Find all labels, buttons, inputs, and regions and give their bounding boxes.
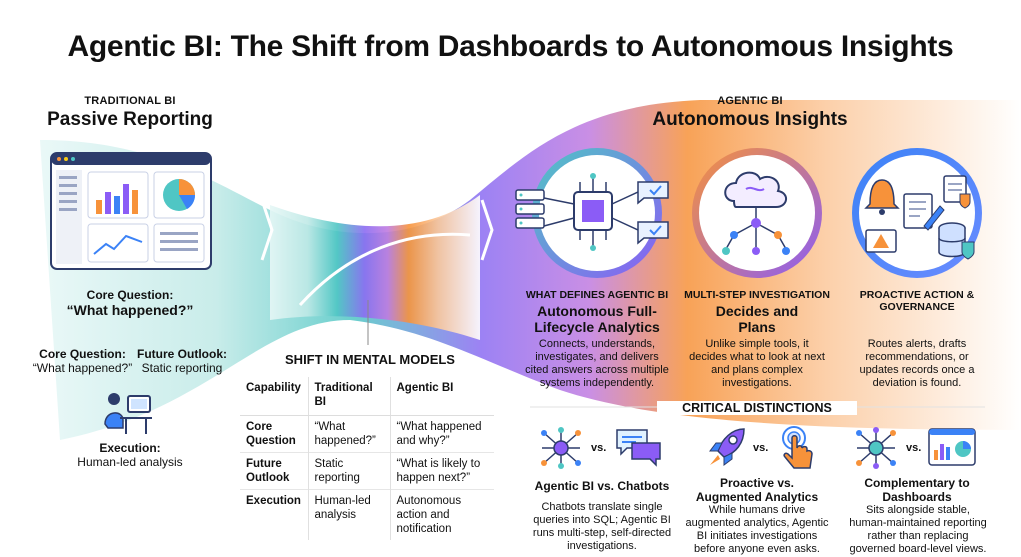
feature-2-heading: Decides and Plans <box>715 303 799 335</box>
traditional-eyebrow: TRADITIONAL BI <box>84 95 176 107</box>
feature-2-eyebrow: MULTI-STEP INVESTIGATION <box>684 289 830 301</box>
sub-core-question-label: Core Question: <box>39 347 126 361</box>
traditional-heading: Passive Reporting <box>47 109 213 130</box>
core-question-value: “What happened?” <box>66 302 194 318</box>
table-row: Future Outlook Static reporting “What is… <box>240 452 494 490</box>
agentic-heading: Autonomous Insights <box>652 109 848 130</box>
distinction-2-desc: While humans drive augmented analytics, … <box>685 504 829 555</box>
table-cell: Static reporting <box>307 452 390 490</box>
neural-network-icon <box>541 427 581 469</box>
future-outlook-value: Static reporting <box>141 361 223 375</box>
table-cell: Core Question <box>240 415 308 453</box>
table-header: Capability <box>240 377 308 416</box>
vs-label-2: vs. <box>753 442 769 454</box>
distinction-1-heading: Agentic BI vs. Chatbots <box>534 479 670 493</box>
cursor-hand-icon <box>782 426 813 469</box>
document-icon <box>903 193 945 231</box>
core-question-label: Core Question: <box>86 288 174 302</box>
table-header: Agentic BI <box>389 377 494 416</box>
feature-1-heading: Autonomous Full-Lifecycle Analytics <box>534 303 660 335</box>
person-at-computer-icon <box>104 393 152 434</box>
vs-label-3: vs. <box>906 442 922 454</box>
table-cell: Execution <box>240 489 308 540</box>
neural-network-icon-small <box>856 427 896 469</box>
bell-icon <box>864 179 900 215</box>
database-icon <box>938 222 966 258</box>
execution-value: Human-led analysis <box>77 455 183 469</box>
dashboard-icon <box>50 152 212 270</box>
feature-ring-1 <box>532 148 662 278</box>
feature-3-eyebrow: PROACTIVE ACTION & GOVERNANCE <box>859 289 975 313</box>
execution-label: Execution: <box>99 441 161 455</box>
table-cell: “What happened and why?” <box>389 415 494 453</box>
mental-models-table: Capability Traditional BI Agentic BI Cor… <box>240 377 494 540</box>
future-outlook-label: Future Outlook: <box>137 347 227 361</box>
chip-icon <box>515 173 669 251</box>
table-row: Core Question “What happened?” “What hap… <box>240 415 494 453</box>
table-cell: Future Outlook <box>240 452 308 490</box>
mental-models-title: SHIFT IN MENTAL MODELS <box>285 352 455 367</box>
distinction-1-desc: Chatbots translate single queries into S… <box>532 501 672 552</box>
governance-icons <box>864 175 975 260</box>
brain-cloud-icon <box>722 171 790 255</box>
feature-2-desc: Unlike simple tools, it decides what to … <box>689 338 825 389</box>
feature-1-eyebrow: WHAT DEFINES AGENTIC BI <box>525 289 669 301</box>
vs-label-1: vs. <box>591 442 607 454</box>
page-title: Agentic BI: The Shift from Dashboards to… <box>67 30 954 63</box>
table-cell: “What happened?” <box>307 415 390 453</box>
distinction-3-heading: Complementary to Dashboards <box>864 476 970 504</box>
table-cell: Human-led analysis <box>307 489 390 540</box>
distinctions-title: CRITICAL DISTINCTIONS <box>657 401 857 415</box>
feature-1-desc: Connects, understands, investigates, and… <box>525 338 669 389</box>
rocket-icon <box>709 428 745 466</box>
dashboard-small-icon <box>928 428 976 466</box>
distinction-2-heading: Proactive vs. Augmented Analytics <box>695 476 819 504</box>
agentic-eyebrow: AGENTIC BI <box>717 95 783 107</box>
feature-3-desc: Routes alerts, drafts recommendations, o… <box>859 338 975 389</box>
table-header: Traditional BI <box>307 377 390 416</box>
sub-core-question-value: “What happened?” <box>32 361 133 375</box>
table-cell: “What is likely to happen next?” <box>389 452 494 490</box>
distinction-3-desc: Sits alongside stable, human-maintained … <box>849 504 987 555</box>
chat-bubbles-icon <box>616 429 661 467</box>
table-cell: Autonomous action and notification <box>389 489 494 540</box>
table-row: Execution Human-led analysis Autonomous … <box>240 489 494 540</box>
